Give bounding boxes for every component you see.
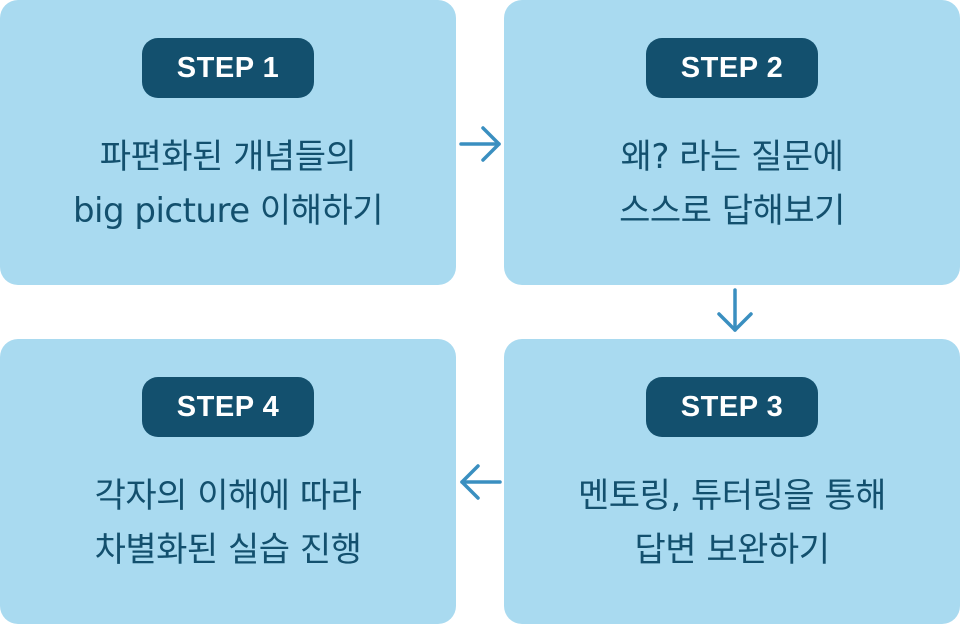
step-3-line-2: 답변 보완하기 [634, 530, 831, 570]
step-4-line-2: 차별화된 실습 진행 [94, 530, 362, 570]
step-3-description: 멘토링, 튜터링을 통해 답변 보완하기 [504, 469, 960, 577]
step-1-description: 파편화된 개념들의 big picture 이해하기 [0, 130, 456, 238]
step-4-card: STEP 4 각자의 이해에 따라 차별화된 실습 진행 [0, 339, 456, 624]
step-3-badge: STEP 3 [646, 377, 818, 437]
step-4-badge: STEP 4 [142, 377, 314, 437]
arrow-left-icon [458, 462, 502, 502]
arrow-right-icon [459, 124, 503, 164]
step-1-line-2: big picture 이해하기 [72, 191, 384, 231]
step-1-badge: STEP 1 [142, 38, 314, 98]
arrow-down-icon [715, 288, 755, 334]
step-2-line-2: 스스로 답해보기 [619, 191, 845, 231]
step-2-badge: STEP 2 [646, 38, 818, 98]
step-2-line-1: 왜? 라는 질문에 [620, 137, 844, 177]
step-2-description: 왜? 라는 질문에 스스로 답해보기 [504, 130, 960, 238]
step-4-line-1: 각자의 이해에 따라 [94, 476, 362, 516]
step-1-line-1: 파편화된 개념들의 [99, 137, 357, 177]
step-2-card: STEP 2 왜? 라는 질문에 스스로 답해보기 [504, 0, 960, 285]
step-4-description: 각자의 이해에 따라 차별화된 실습 진행 [0, 469, 456, 577]
step-3-card: STEP 3 멘토링, 튜터링을 통해 답변 보완하기 [504, 339, 960, 624]
step-3-line-1: 멘토링, 튜터링을 통해 [578, 476, 886, 516]
step-1-card: STEP 1 파편화된 개념들의 big picture 이해하기 [0, 0, 456, 285]
